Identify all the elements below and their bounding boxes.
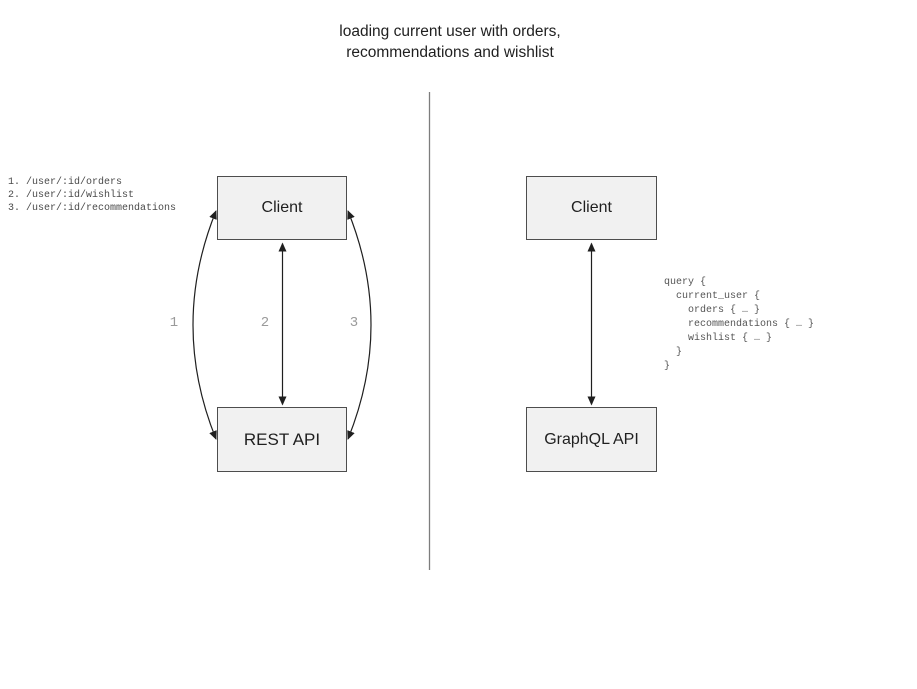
rest-api-node: REST API bbox=[217, 407, 347, 472]
rest-arrow-3 bbox=[347, 210, 372, 440]
graphql-api-label: GraphQL API bbox=[544, 430, 639, 448]
rest-arrow-label-2: 2 bbox=[260, 315, 270, 331]
graphql-query-code: query { current_user { orders { … } reco… bbox=[664, 277, 815, 372]
rest-endpoint-list: 1. /user/:id/orders 2. /user/:id/wishlis… bbox=[8, 177, 177, 214]
rest-arrow-label-3: 3 bbox=[349, 315, 359, 331]
rest-api-label: REST API bbox=[243, 429, 321, 449]
rest-arrow-label-1: 1 bbox=[169, 315, 179, 331]
page-title: loading current user with orders, recomm… bbox=[339, 23, 561, 61]
rest-arrow-1 bbox=[192, 210, 217, 440]
left-client-label: Client bbox=[261, 199, 303, 216]
left-client-node: Client bbox=[217, 176, 347, 240]
right-client-node: Client bbox=[526, 176, 657, 240]
graphql-api-node: GraphQL API bbox=[526, 407, 657, 472]
right-client-label: Client bbox=[571, 199, 612, 216]
